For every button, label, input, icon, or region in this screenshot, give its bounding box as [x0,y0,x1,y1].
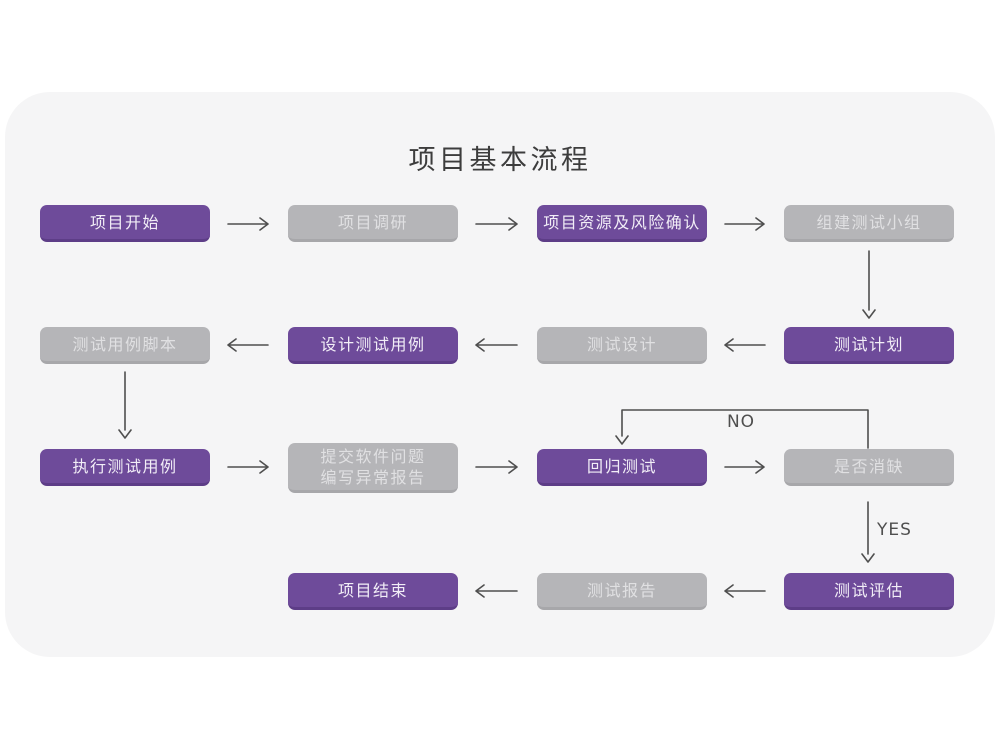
node-label: 设计测试用例 [320,334,426,354]
node-test-evaluation: 测试评估 [784,573,954,610]
node-build-team: 组建测试小组 [784,205,954,242]
node-label: 编写异常报告 [320,467,426,487]
node-test-plan: 测试计划 [784,327,954,364]
node-label: 项目结束 [337,580,408,600]
diagram-title: 项目基本流程 [408,145,592,176]
node-defect-cleared: 是否消缺 [784,449,954,486]
node-execute-cases: 执行测试用例 [40,449,210,486]
node-label: 测试报告 [586,580,657,600]
node-regression-test: 回归测试 [537,449,707,486]
node-project-start: 项目开始 [40,205,210,242]
node-design-cases: 设计测试用例 [288,327,458,364]
node-label: 测试计划 [833,334,904,354]
flowchart-card [5,92,995,657]
label-yes: YES [877,520,912,540]
node-label: 测试评估 [833,580,904,600]
node-label: 组建测试小组 [816,212,922,232]
node-label: 回归测试 [586,456,657,476]
node-label: 执行测试用例 [72,456,178,476]
node-label: 是否消缺 [833,456,904,476]
node-label: 项目开始 [89,212,160,232]
node-test-design: 测试设计 [537,327,707,364]
label-no: NO [726,412,756,432]
node-project-research: 项目调研 [288,205,458,242]
node-label: 测试用例脚本 [72,334,178,354]
node-label: 项目调研 [337,212,408,232]
node-label: 测试设计 [586,334,657,354]
node-resource-risk: 项目资源及风险确认 [537,205,707,242]
node-label: 项目资源及风险确认 [543,212,701,232]
node-label: 提交软件问题 [320,446,426,466]
node-submit-issues: 提交软件问题编写异常报告 [288,443,458,493]
node-case-script: 测试用例脚本 [40,327,210,364]
node-project-end: 项目结束 [288,573,458,610]
node-test-report: 测试报告 [537,573,707,610]
